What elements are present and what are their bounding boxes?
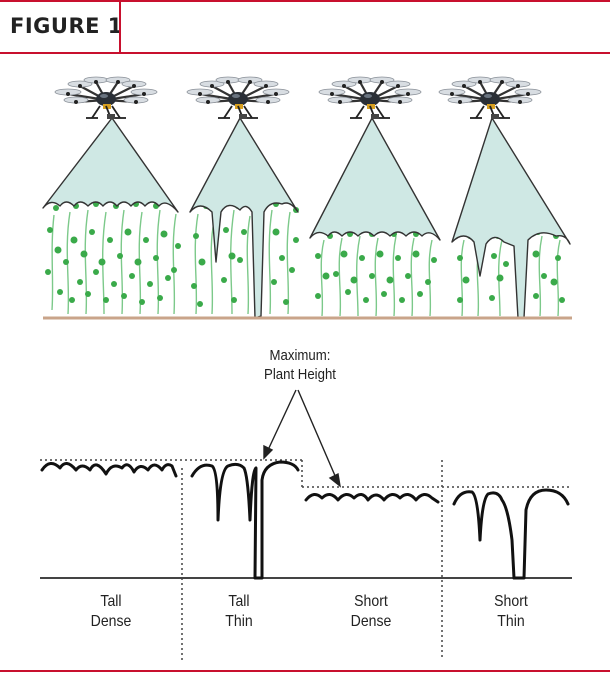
drone-icon — [437, 75, 543, 121]
category-label-tall-dense: Tall Dense — [54, 592, 168, 632]
profile-short-thin — [452, 488, 570, 580]
drone-icon — [185, 75, 291, 121]
canopy-tall-thin — [191, 201, 299, 315]
canopy-short-dense — [315, 231, 437, 317]
annotation-arrow — [267, 389, 297, 451]
height-profile-chart — [40, 389, 572, 660]
figure-header: FIGURE 1 — [0, 0, 610, 54]
category-label-short-thin: Short Thin — [454, 592, 568, 632]
category-label-short-dense: Short Dense — [314, 592, 428, 632]
annotation-line2: Plant Height — [264, 366, 336, 383]
category-line2: Dense — [90, 613, 132, 630]
annotation-arrow — [297, 389, 337, 479]
drone-icon — [317, 75, 423, 121]
max-height-annotation: Maximum: Plant Height — [238, 346, 361, 384]
category-line2: Thin — [225, 613, 253, 630]
category-line2: Dense — [350, 613, 392, 630]
profile-tall-dense — [40, 462, 178, 478]
category-line1: Tall — [100, 593, 122, 610]
beam-short-dense — [309, 117, 441, 241]
header-divider — [119, 2, 121, 54]
category-line1: Short — [354, 593, 388, 610]
beam-tall-thin — [189, 117, 299, 319]
canopy-short-thin — [457, 229, 565, 317]
beam-tall-dense — [42, 117, 179, 213]
annotation-line1: Maximum: — [269, 347, 331, 364]
footer-rule — [0, 670, 610, 672]
sensor-beams — [42, 117, 571, 319]
category-line1: Tall — [228, 593, 250, 610]
category-line1: Short — [494, 593, 528, 610]
category-line2: Thin — [497, 613, 525, 630]
category-label-tall-thin: Tall Thin — [182, 592, 296, 632]
profile-short-dense — [304, 493, 440, 504]
canopy-tall-dense — [45, 201, 181, 315]
figure-title: FIGURE 1 — [10, 14, 123, 38]
beam-short-thin — [451, 117, 571, 319]
drone-icon — [53, 75, 159, 121]
profile-tall-thin — [190, 460, 300, 580]
